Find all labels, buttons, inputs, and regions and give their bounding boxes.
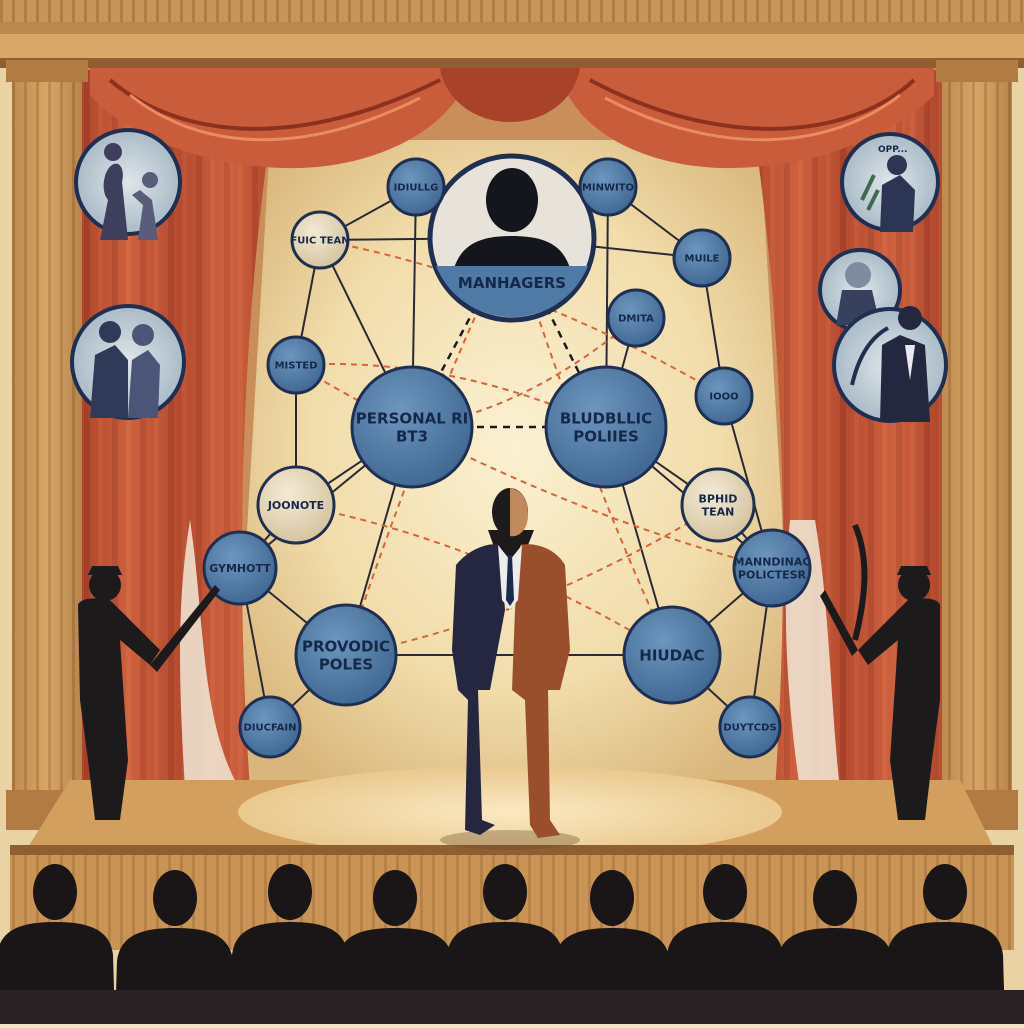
node-circle bbox=[256, 465, 336, 545]
audience-head bbox=[268, 864, 312, 920]
left-pillar bbox=[6, 60, 88, 830]
node-circle bbox=[290, 210, 350, 270]
node-label: HIUDAC bbox=[639, 646, 704, 664]
node-label: MINWITO bbox=[582, 183, 634, 194]
manager-head-silhouette bbox=[486, 168, 538, 232]
right-pillar bbox=[936, 60, 1018, 830]
node-circle bbox=[386, 157, 446, 217]
node-dmta: DMITA bbox=[606, 288, 666, 348]
vignette-caption: OPP... bbox=[878, 145, 907, 155]
right-curtain bbox=[745, 70, 944, 790]
connection-misted-mandatory bbox=[295, 364, 773, 569]
audience-head bbox=[153, 870, 197, 926]
audience-head bbox=[923, 864, 967, 920]
node-circle bbox=[606, 288, 666, 348]
node-label: JOONOTE bbox=[267, 499, 324, 512]
node-top-left: IDIULLG bbox=[386, 157, 446, 217]
network-nodes: MANHAGERS IDIULLG MINWITO FUIC TEAN MUILE DMI… bbox=[202, 153, 812, 759]
manager-label-band bbox=[436, 266, 588, 318]
vignette-mid-right-small bbox=[818, 248, 902, 332]
stage-cornice bbox=[0, 0, 1024, 68]
node-gymhott: GYMHOTT bbox=[202, 530, 278, 606]
left-curtain bbox=[80, 70, 280, 790]
node-circle bbox=[732, 528, 812, 608]
node-misted: MISTED bbox=[266, 335, 326, 395]
node-circle bbox=[266, 335, 326, 395]
connection-managers-provodic bbox=[345, 237, 513, 656]
node-circle bbox=[718, 695, 782, 759]
valance bbox=[90, 68, 934, 169]
node-bottom-left: DIUCFAIN bbox=[238, 695, 302, 759]
node-managers: MANHAGERS bbox=[427, 153, 597, 323]
node-ioo: IOOO bbox=[694, 366, 754, 426]
node-label: GYMHOTT bbox=[209, 562, 271, 575]
audience-seat-row bbox=[0, 990, 1024, 1024]
node-bottom-right: DUYTCDS bbox=[718, 695, 782, 759]
node-label: FUIC TEAN bbox=[290, 236, 349, 247]
node-label: DMITA bbox=[618, 314, 654, 325]
left-stagehand-silhouette bbox=[78, 566, 220, 820]
vignette-top-right: OPP... bbox=[840, 132, 940, 232]
node-label: MANHAGERS bbox=[458, 274, 566, 292]
right-stagehand-silhouette bbox=[820, 523, 940, 820]
central-figure bbox=[440, 488, 580, 850]
vignette-right bbox=[832, 306, 948, 423]
connection-managers-personal bbox=[410, 237, 514, 428]
node-circle bbox=[544, 365, 668, 489]
node-circle bbox=[680, 467, 756, 543]
node-circle bbox=[238, 695, 302, 759]
node-circle bbox=[672, 228, 732, 288]
audience-head bbox=[373, 870, 417, 926]
vignette-mid-left bbox=[70, 304, 186, 420]
node-circle bbox=[622, 605, 722, 705]
node-fuic-team: FUIC TEAN bbox=[290, 210, 350, 270]
node-label: MUILE bbox=[685, 254, 720, 265]
node-joonote: JOONOTE bbox=[256, 465, 336, 545]
node-hiudac: HIUDAC bbox=[622, 605, 722, 705]
node-circle bbox=[578, 157, 638, 217]
node-label: DUYTCDS bbox=[723, 723, 776, 734]
audience-silhouettes bbox=[0, 864, 1024, 1024]
audience-head bbox=[703, 864, 747, 920]
vignette-top-left bbox=[74, 128, 182, 240]
node-circle bbox=[694, 366, 754, 426]
node-label: DIUCFAIN bbox=[244, 723, 297, 734]
audience-head bbox=[590, 870, 634, 926]
node-label: IDIULLG bbox=[394, 183, 439, 194]
node-label: MISTED bbox=[275, 361, 318, 372]
audience-head bbox=[483, 864, 527, 920]
node-label: IOOO bbox=[709, 392, 738, 403]
node-circle bbox=[294, 603, 398, 707]
audience-head bbox=[813, 870, 857, 926]
node-muile: MUILE bbox=[672, 228, 732, 288]
node-circle bbox=[202, 530, 278, 606]
audience-head bbox=[33, 864, 77, 920]
node-top-right: MINWITO bbox=[578, 157, 638, 217]
node-circle bbox=[350, 365, 474, 489]
